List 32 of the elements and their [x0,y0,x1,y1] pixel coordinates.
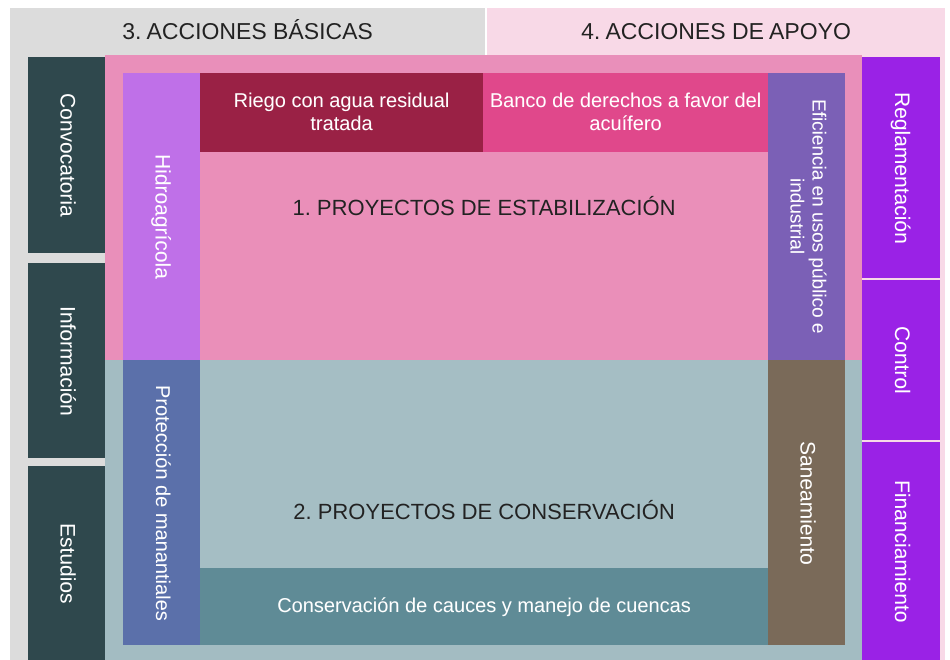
block-label: Información [54,304,80,418]
category-block [200,568,768,645]
category-block [123,73,200,360]
section-heading: 1. PROYECTOS DE ESTABILIZACIÓN [291,194,677,222]
sidebar-block [28,466,105,660]
sidebar-block [28,57,105,253]
block-label: Financiamiento [889,478,914,624]
category-block [768,360,845,645]
section-heading: 3. ACCIONES BÁSICAS [121,17,374,46]
sidebar-block [862,57,940,278]
block-label: Hidroagrícola [150,153,175,281]
category-block [123,360,200,645]
block-label: Control [889,325,914,396]
category-block [200,73,483,152]
block-label: Saneamiento [794,440,820,566]
section-heading: 2. PROYECTOS DE CONSERVACIÓN [292,498,676,526]
block-label: Protección de manantiales [150,384,174,622]
header-band [10,8,485,55]
sidebar-block [28,263,105,458]
header-band [487,8,945,55]
block-label: Reglamentación [889,90,914,246]
block-label: Riego con agua residual tratada [232,88,450,136]
block-label: Convocatoria [54,92,80,219]
block-label: Banco de derechos a favor del acuífero [488,88,762,136]
section-heading: 4. ACCIONES DE APOYO [580,17,852,46]
sidebar-block [862,442,940,660]
block-label: Eficiencia en usos público e industrial [784,98,830,336]
sidebar-block [862,280,940,440]
category-block [483,73,768,152]
category-block [768,73,845,360]
block-label: Conservación de cauces y manejo de cuencas [276,594,692,619]
block-label: Estudios [54,522,80,606]
